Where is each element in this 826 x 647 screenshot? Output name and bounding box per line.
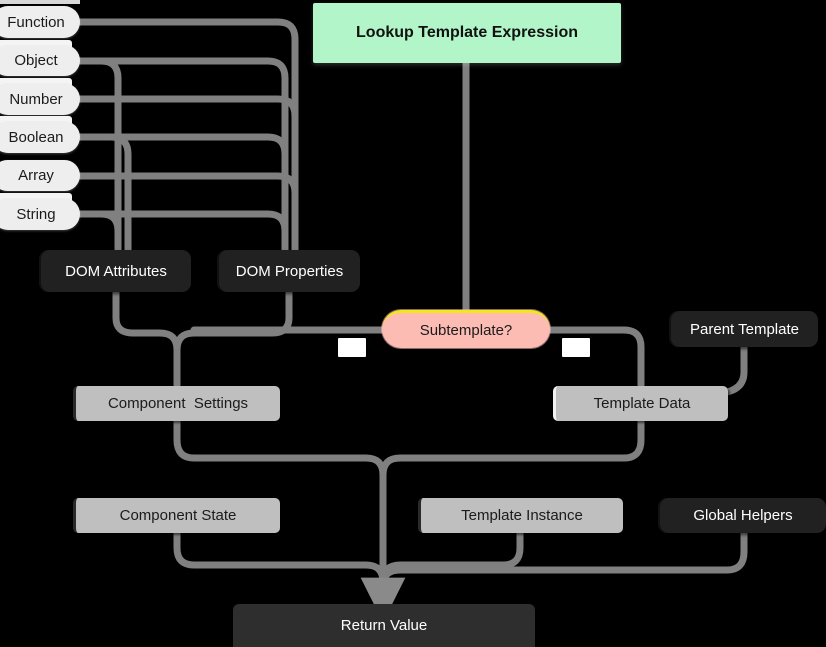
type-pill-label: Number bbox=[9, 90, 63, 108]
type-pill-label: Function bbox=[7, 13, 65, 31]
type-pill-boolean[interactable]: Boolean bbox=[0, 121, 80, 153]
node-subtemplate-decision[interactable]: Subtemplate? bbox=[382, 310, 550, 348]
type-pill-clipped bbox=[0, 0, 80, 4]
node-label: Lookup Template Expression bbox=[356, 24, 578, 41]
node-parent-template[interactable]: Parent Template bbox=[671, 311, 818, 347]
node-return-value[interactable]: Return Value bbox=[233, 604, 535, 647]
edge-label-no bbox=[338, 338, 366, 357]
type-pill-label: Boolean bbox=[8, 128, 64, 146]
node-template-instance[interactable]: Template Instance bbox=[418, 498, 623, 533]
node-template-data[interactable]: Template Data bbox=[553, 386, 728, 421]
type-pill-label: Object bbox=[14, 52, 58, 69]
type-pill-function[interactable]: Function bbox=[0, 6, 80, 38]
node-global-helpers[interactable]: Global Helpers bbox=[660, 498, 826, 533]
node-label: Global Helpers bbox=[693, 507, 793, 524]
type-pill-array[interactable]: Array bbox=[0, 160, 80, 191]
edge-label-yes bbox=[562, 338, 590, 357]
node-label: Template Instance bbox=[461, 507, 583, 524]
type-pill-number[interactable]: Number bbox=[0, 83, 80, 115]
node-label: Component State bbox=[119, 507, 237, 524]
node-lookup-template-expression[interactable]: Lookup Template Expression bbox=[313, 3, 621, 63]
node-label: Parent Template bbox=[690, 320, 799, 338]
node-label: Component Settings bbox=[107, 395, 249, 412]
node-label: DOM Attributes bbox=[65, 262, 167, 280]
node-component-state[interactable]: Component State bbox=[73, 498, 280, 533]
type-pill-label: Array bbox=[18, 167, 54, 184]
node-dom-attributes[interactable]: DOM Attributes bbox=[41, 250, 191, 292]
node-label: Return Value bbox=[340, 617, 428, 634]
node-component-settings[interactable]: Component Settings bbox=[73, 386, 280, 421]
node-label: DOM Properties bbox=[235, 262, 344, 280]
type-pill-label: String bbox=[16, 205, 56, 223]
node-label: Subtemplate? bbox=[419, 322, 513, 339]
type-pill-string[interactable]: String bbox=[0, 198, 80, 230]
node-dom-properties[interactable]: DOM Properties bbox=[219, 250, 360, 292]
node-label: Template Data bbox=[593, 395, 691, 412]
type-pill-object[interactable]: Object bbox=[0, 45, 80, 76]
